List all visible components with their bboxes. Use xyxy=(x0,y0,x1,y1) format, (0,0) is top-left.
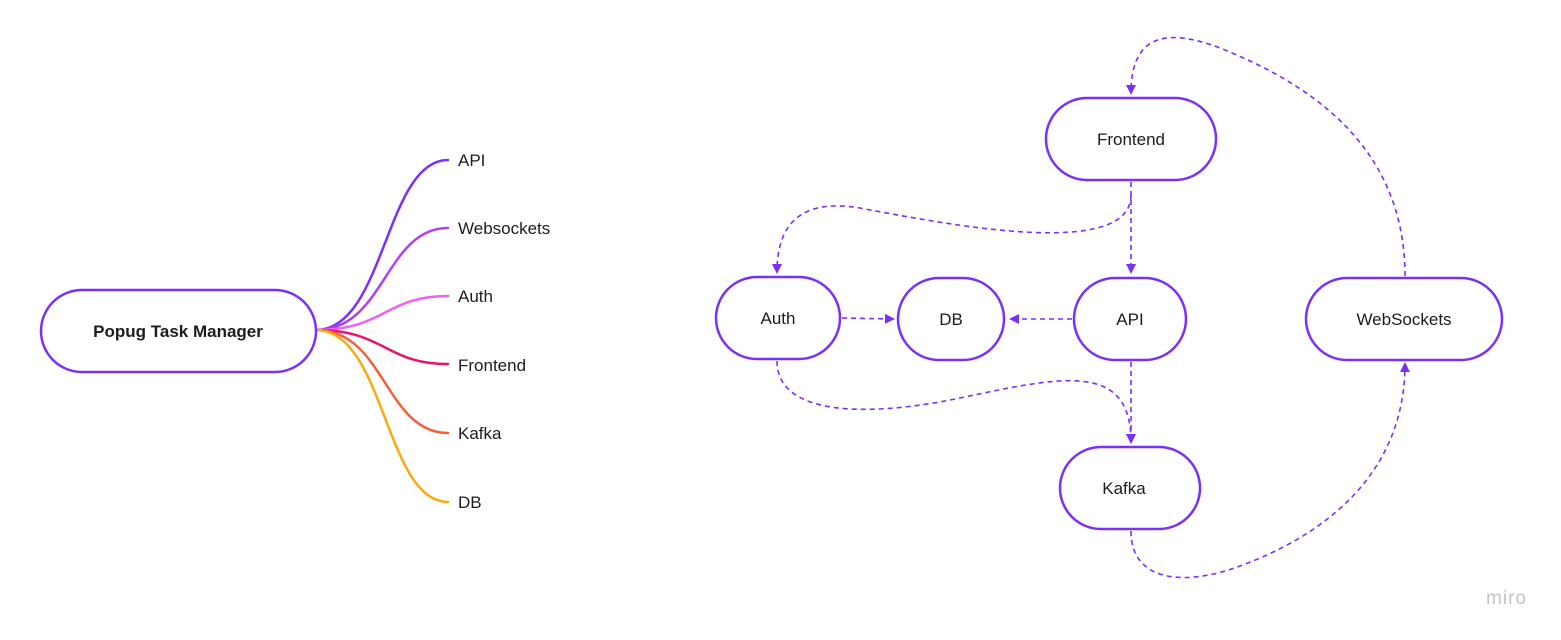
branch-label-api[interactable]: API xyxy=(458,151,485,170)
node-api-shape xyxy=(1072,276,1188,362)
branch-label-auth[interactable]: Auth xyxy=(458,287,493,306)
root-node-shape xyxy=(39,288,318,374)
node-websockets[interactable]: WebSockets xyxy=(1304,276,1504,362)
branch-line-api xyxy=(314,158,450,332)
node-frontend[interactable]: Frontend xyxy=(1044,96,1218,182)
node-websockets-shape xyxy=(1304,276,1504,362)
miro-watermark-logo: miro xyxy=(1486,588,1527,609)
node-db-label: DB xyxy=(939,310,963,329)
branch-line-db xyxy=(314,328,450,504)
architecture-diagram: Frontend Auth DB API WebSockets Kafka xyxy=(714,36,1504,579)
root-node-label: Popug Task Manager xyxy=(93,322,263,341)
node-kafka-label: Kafka xyxy=(1102,479,1146,498)
node-auth-label: Auth xyxy=(761,309,796,328)
branch-label-websockets[interactable]: Websockets xyxy=(458,219,550,238)
mindmap: Popug Task Manager API Websockets Auth F… xyxy=(39,151,550,512)
node-kafka-shape xyxy=(1058,445,1202,531)
node-auth[interactable]: Auth xyxy=(714,275,842,361)
architecture-edges xyxy=(772,36,1410,579)
node-auth-shape xyxy=(714,275,842,361)
edge-kafka-to-websockets xyxy=(1130,362,1410,579)
node-api-label: API xyxy=(1116,310,1143,329)
mindmap-root-node[interactable]: Popug Task Manager xyxy=(39,288,318,374)
node-db-shape xyxy=(896,276,1006,362)
mindmap-branches xyxy=(314,158,450,504)
edge-frontend-to-auth xyxy=(772,194,1132,274)
branch-line-frontend xyxy=(314,328,450,366)
edge-auth-to-db xyxy=(841,313,895,324)
node-db[interactable]: DB xyxy=(896,276,1006,362)
node-frontend-shape xyxy=(1044,96,1218,182)
mindmap-branch-labels: API Websockets Auth Frontend Kafka DB xyxy=(458,151,550,512)
branch-label-db[interactable]: DB xyxy=(458,493,482,512)
node-frontend-label: Frontend xyxy=(1097,130,1165,149)
node-api[interactable]: API xyxy=(1072,276,1188,362)
branch-label-kafka[interactable]: Kafka xyxy=(458,424,502,443)
branch-line-websockets xyxy=(314,226,450,332)
branch-label-frontend[interactable]: Frontend xyxy=(458,356,526,375)
node-kafka[interactable]: Kafka xyxy=(1058,445,1202,531)
node-websockets-label: WebSockets xyxy=(1356,310,1451,329)
branch-line-kafka xyxy=(314,328,450,435)
edge-auth-to-kafka xyxy=(776,360,1136,444)
branch-line-auth xyxy=(314,294,450,332)
